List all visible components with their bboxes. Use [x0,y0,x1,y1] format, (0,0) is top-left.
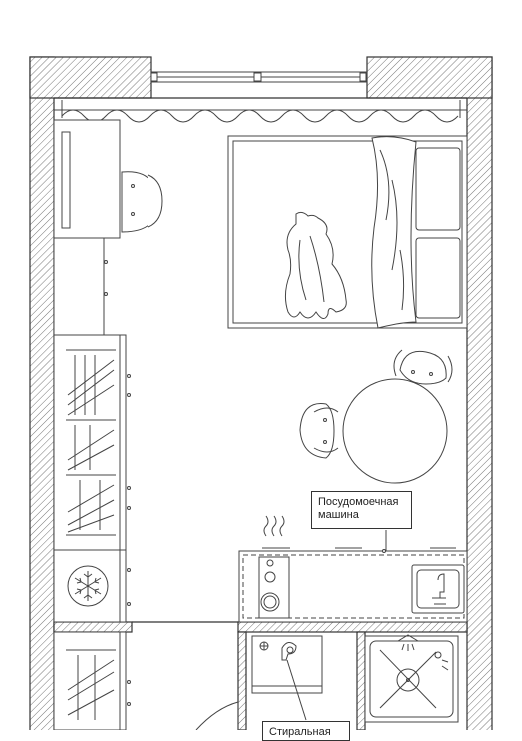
bathroom-sink [251,635,323,694]
walls [29,56,493,730]
desk [53,119,121,239]
wardrobe-small [53,237,108,336]
dining-table [299,349,453,484]
fridge [53,549,131,623]
door-arc [195,701,239,730]
bed [227,135,468,329]
washer-label: Стиральная [262,721,350,741]
kitchen-counter [238,547,468,623]
wardrobe-bottom [53,631,131,730]
curtain [54,100,467,123]
desk-chair [121,171,163,233]
steam-icon [263,515,285,537]
human-figure-icon [284,211,347,319]
window [150,71,368,83]
dishwasher-label: Посудомоечная машина [311,491,412,529]
wardrobe [53,334,131,551]
snowflake-icon [67,565,109,607]
shower [364,634,459,723]
